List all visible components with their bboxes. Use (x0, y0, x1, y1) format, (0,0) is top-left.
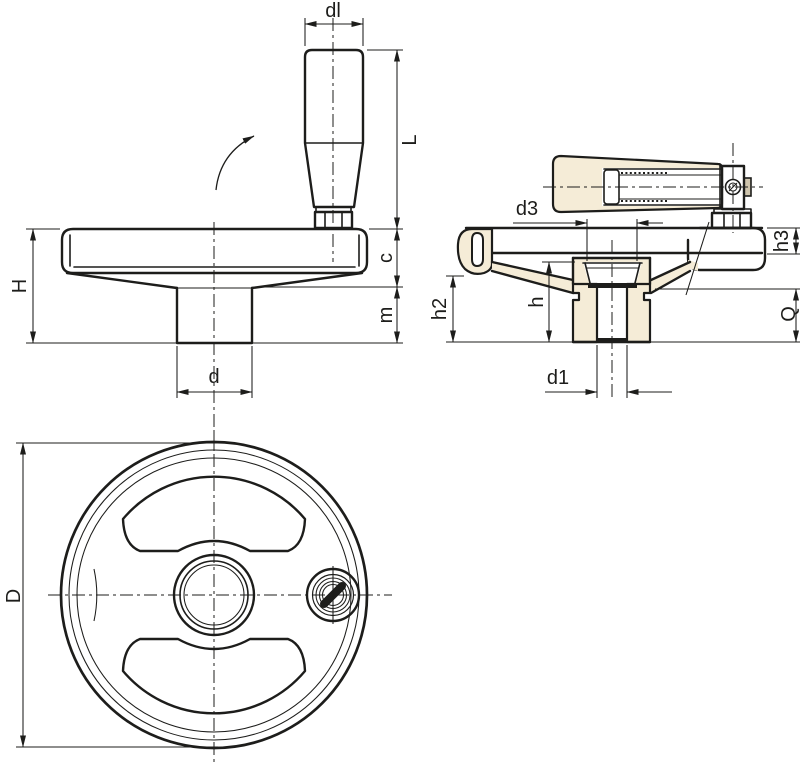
handle-side (303, 48, 365, 230)
handle-nut-section (710, 211, 753, 230)
dim-label-H: H (9, 279, 31, 293)
section-view: d3 h3 h2 h Q d1 (429, 143, 800, 400)
front-view: D (3, 430, 392, 762)
hub-section (571, 256, 652, 344)
dim-label-d: d (208, 366, 219, 388)
dim-label-D: D (3, 589, 25, 603)
dim-label-L: L (399, 134, 421, 145)
dim-label-d1: d1 (547, 367, 569, 389)
wheel-rim-section (456, 226, 767, 275)
section-view-dimensions: d3 h3 h2 h Q d1 (429, 198, 800, 398)
dim-label-dl: dl (325, 0, 341, 22)
handle-folded-section (551, 154, 753, 230)
side-view: dl L c m H d (9, 0, 421, 455)
spokes-section (490, 221, 710, 296)
spoke-cutout-bottom (121, 637, 307, 715)
dim-label-Q: Q (778, 306, 800, 322)
dim-label-m: m (375, 307, 397, 324)
spoke-cutout-top (121, 475, 307, 553)
fold-rotation-arrow (215, 135, 255, 191)
front-view-dimensions: D (3, 442, 218, 748)
dim-label-h3: h3 (771, 230, 793, 252)
side-view-dimensions: dl L c m H d (9, 0, 421, 398)
dim-label-h: h (526, 296, 548, 307)
hub-side (65, 271, 364, 345)
dim-label-d3: d3 (516, 198, 538, 220)
dim-label-c: c (375, 253, 397, 263)
dim-label-h2: h2 (429, 298, 451, 320)
